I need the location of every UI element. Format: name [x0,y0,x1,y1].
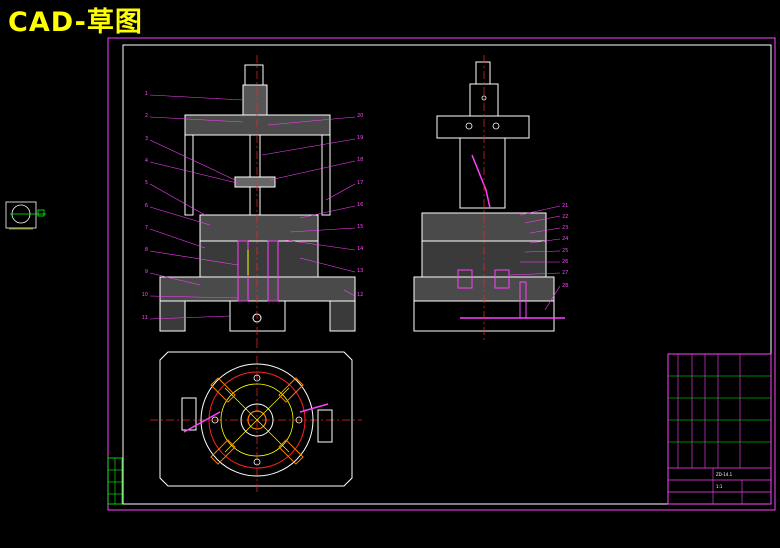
callout-24: 24 [562,236,568,242]
drawing-number: ZD-14.1 [716,472,733,477]
detail-symbol [5,201,46,230]
callout-18: 18 [357,157,363,163]
callout-17: 17 [357,180,363,186]
callout-16: 16 [357,202,363,208]
side-view-callouts: 21 22 23 24 25 26 27 28 [509,203,568,311]
drawing-scale: 1:1 [716,484,723,489]
callout-28: 28 [562,283,568,289]
callout-15: 15 [357,224,363,230]
side-view [413,55,565,340]
callout-5: 5 [145,180,148,186]
callout-25: 25 [562,248,568,254]
callout-3: 3 [145,136,148,142]
callout-14: 14 [357,246,363,252]
callout-6: 6 [145,203,148,209]
sheet-border [107,37,776,511]
callout-4: 4 [145,158,148,164]
callout-19: 19 [357,135,363,141]
drawing-title: CAD-草图 [8,7,143,38]
callout-13: 13 [357,268,363,274]
callout-12: 12 [357,292,363,298]
callout-21: 21 [562,203,568,209]
callout-22: 22 [562,214,568,220]
callout-11: 11 [142,315,148,321]
title-block: ZD-14.1 1:1 [667,353,772,505]
callout-23: 23 [562,225,568,231]
callout-27: 27 [562,270,568,276]
callout-7: 7 [145,225,148,231]
callout-2: 2 [145,113,148,119]
callout-9: 9 [145,269,148,275]
callout-10: 10 [142,292,148,298]
callout-26: 26 [562,259,568,265]
callout-20: 20 [357,113,363,119]
margin-stamp [107,457,123,505]
front-view-left-callouts: 1 2 3 4 5 6 7 8 9 10 11 [142,91,244,321]
front-view [159,55,356,340]
callout-1: 1 [145,91,148,97]
top-view [150,340,362,495]
front-view-right-callouts: 20 19 18 17 16 15 14 13 12 [261,113,363,298]
callout-8: 8 [145,247,148,253]
